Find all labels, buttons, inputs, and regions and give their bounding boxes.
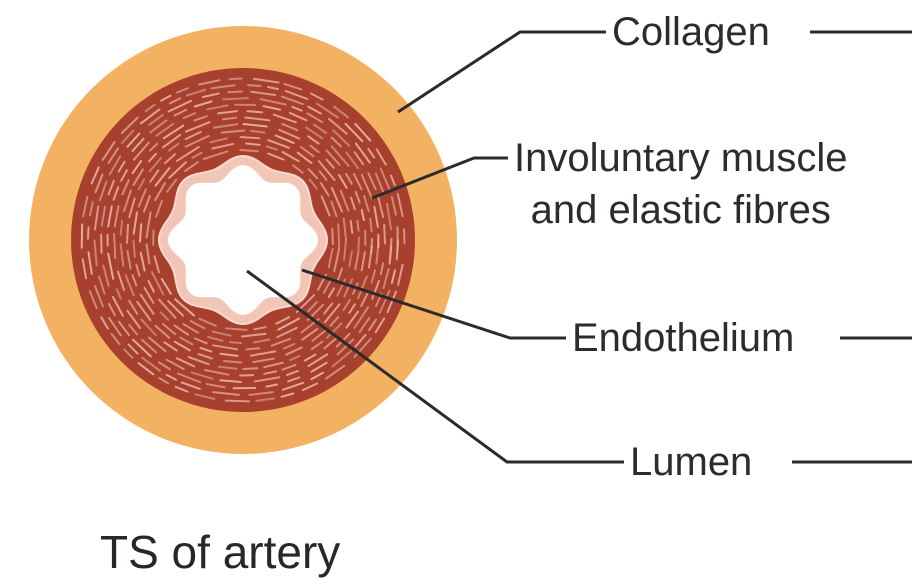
fibre-streak — [240, 150, 257, 151]
fibre-streak — [370, 219, 371, 232]
muscle-label-line2: and elastic fibres — [514, 184, 847, 236]
muscle-label: Involuntary muscle and elastic fibres — [508, 132, 853, 236]
fibre-streak — [82, 225, 83, 248]
fibre-streak — [384, 225, 385, 244]
fibre-streak — [338, 224, 339, 247]
fibre-streak — [357, 221, 358, 231]
fibre-streak — [228, 92, 242, 93]
fibre-streak — [332, 229, 333, 244]
fibre-streak — [246, 144, 260, 145]
fibre-streak — [101, 235, 102, 253]
fibre-streak — [223, 98, 248, 99]
fibre-streak — [134, 241, 135, 257]
fibre-streak — [246, 348, 259, 349]
fibre-streak — [243, 368, 257, 369]
endothelium-label: Endothelium — [566, 312, 800, 364]
fibre-streak — [371, 239, 372, 253]
fibre-streak — [127, 225, 128, 243]
fibre-streak — [358, 238, 359, 253]
collagen-label: Collagen — [606, 6, 776, 58]
fibre-streak — [248, 85, 260, 86]
fibre-streak — [88, 227, 89, 238]
muscle-label-line1: Involuntary muscle — [514, 132, 847, 184]
fibre-streak — [140, 224, 141, 241]
diagram-caption: TS of artery — [100, 524, 340, 580]
lumen-label: Lumen — [624, 436, 758, 488]
fibre-streak — [241, 137, 260, 138]
fibre-streak — [247, 111, 262, 112]
fibre-streak — [226, 401, 249, 402]
fibre-streak — [114, 234, 115, 258]
collagen-leader-line — [398, 32, 606, 112]
lumen — [168, 165, 318, 315]
fibre-streak — [230, 342, 241, 343]
fibre-streak — [230, 79, 242, 80]
